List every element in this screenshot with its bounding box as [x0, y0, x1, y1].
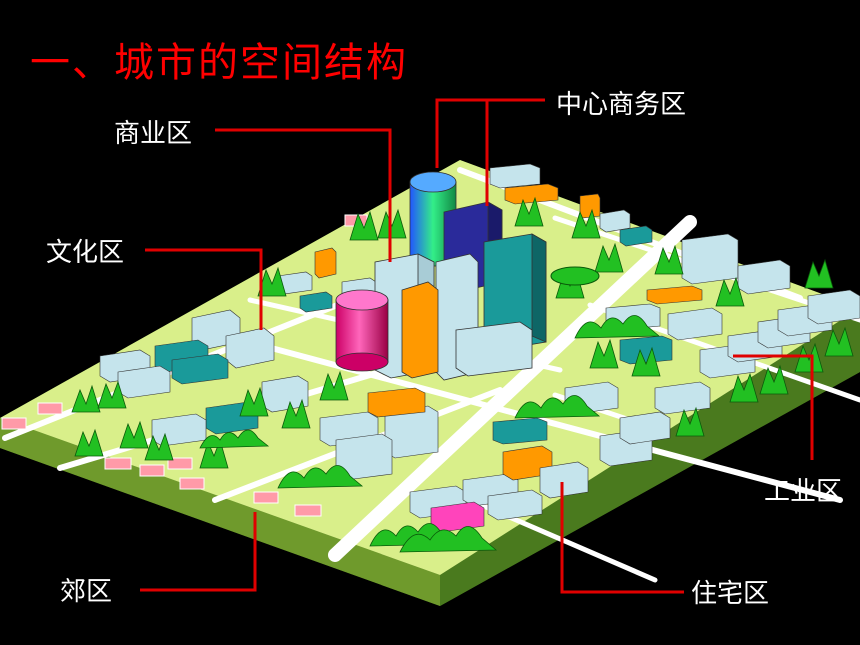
label-cultural: 文化区 [46, 238, 125, 268]
leader-line-residential [560, 482, 684, 594]
leader-line-suburb [140, 512, 257, 592]
label-industrial: 工业区 [764, 477, 843, 507]
leader-line-commercial [215, 128, 392, 262]
park-oval [550, 266, 600, 286]
leader-lines [140, 98, 814, 594]
leader-line-industrial [733, 354, 814, 460]
label-suburb: 郊区 [60, 577, 113, 607]
label-residential: 住宅区 [691, 579, 770, 609]
page-title: 一、城市的空间结构 [30, 40, 408, 86]
label-commercial: 商业区 [114, 119, 193, 149]
tree-group [71, 196, 854, 553]
cbd-building-group [335, 171, 547, 381]
leader-line-cultural [145, 248, 263, 330]
leader-line-cbd [435, 98, 545, 168]
label-cbd: 中心商务区 [556, 90, 687, 120]
low-building-group [99, 163, 860, 533]
